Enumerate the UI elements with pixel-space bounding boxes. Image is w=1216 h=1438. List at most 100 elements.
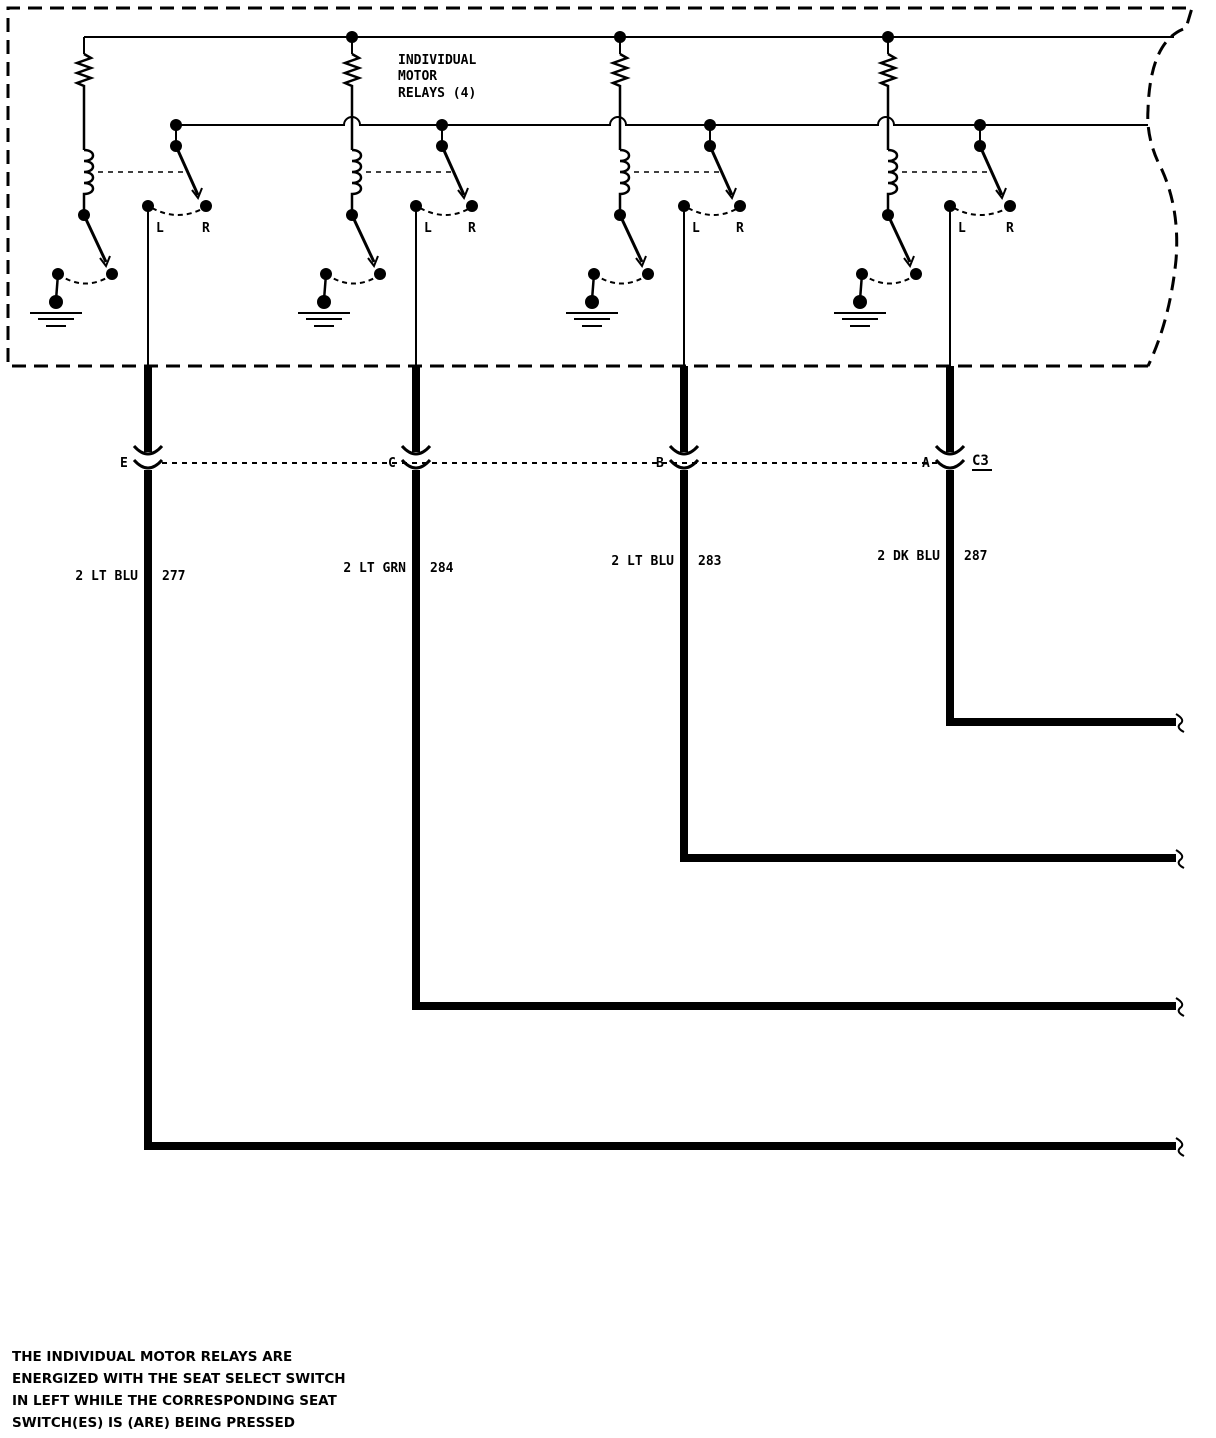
contact-switch-arm (440, 145, 466, 196)
heavy-wire-lower (412, 470, 1176, 1010)
contact-link (151, 207, 205, 216)
ground-switch-arm (886, 214, 912, 263)
junction-dot (170, 119, 182, 131)
heavy-wire-lower (680, 470, 1176, 862)
contact-switch-arm (978, 145, 1004, 196)
contact-label-left: L (692, 221, 700, 236)
contact-dot (642, 268, 654, 280)
contact-label-right: R (202, 221, 210, 236)
ground-terminal-dot (49, 295, 63, 309)
wire-circuit-label: 283 (698, 554, 721, 569)
wire-size-color-label: 2 LT GRN (343, 561, 406, 576)
contact-link (861, 273, 915, 285)
connector-name: C3 (972, 453, 989, 469)
connector-pin-female (668, 444, 700, 456)
resistor-symbol (877, 52, 899, 150)
wire-277: E 2 LT BLU 277 (75, 366, 1185, 1157)
contact-link (593, 273, 647, 285)
wire-break-icon (1175, 713, 1185, 733)
contact-link (687, 207, 739, 216)
wire-287: A 2 DK BLU 287 (877, 366, 1185, 733)
connector-pin-male (668, 458, 700, 470)
contact-dot-r (1004, 200, 1016, 212)
arrow-icon (995, 187, 1007, 201)
wire-283: B 2 LT BLU 283 (611, 366, 1185, 869)
ground-icon (298, 312, 350, 327)
arrow-icon (725, 187, 737, 201)
wire-circuit-label: 287 (964, 549, 987, 564)
relay-coil (886, 148, 899, 215)
ground-switch-arm (82, 214, 108, 263)
contact-switch-arm (708, 145, 734, 196)
note-line-1: THE INDIVIDUAL MOTOR RELAYS ARE (12, 1349, 293, 1365)
contact-link (57, 273, 111, 285)
arrow-icon (367, 255, 379, 269)
contact-dot-r (466, 200, 478, 212)
junction-dot (974, 119, 986, 131)
relay-note: THE INDIVIDUAL MOTOR RELAYS ARE ENERGIZE… (12, 1346, 352, 1434)
heavy-wire-lower (946, 470, 1176, 726)
connector-pin-label: A (922, 456, 930, 471)
relay-coil (82, 148, 95, 215)
contact-dot-r (734, 200, 746, 212)
connector-pin-label: E (120, 456, 128, 471)
junction-dot (704, 119, 716, 131)
note-line-3: IN LEFT WHILE THE CORRESPONDING SEAT (12, 1393, 337, 1409)
contact-dot (106, 268, 118, 280)
wire-break-icon (1175, 1137, 1185, 1157)
contact-label-right: R (468, 221, 476, 236)
resistor-symbol (341, 52, 363, 150)
wire-size-color-label: 2 LT BLU (611, 554, 674, 569)
wire-284: C 2 LT GRN 284 (343, 366, 1185, 1017)
contact-link (325, 273, 379, 285)
connector-pin-male (400, 458, 432, 470)
connector-pin-male (934, 458, 966, 470)
module-label-line-3: RELAYS (4) (398, 86, 476, 101)
arrow-icon (457, 187, 469, 201)
relay-coil (350, 148, 363, 215)
connector-pin-label: C (388, 456, 396, 471)
contact-switch-arm (174, 145, 200, 196)
contact-link (419, 207, 471, 216)
note-line-2: ENERGIZED WITH THE SEAT SELECT SWITCH (12, 1371, 346, 1387)
connector-pin-label: B (656, 456, 664, 471)
arrow-icon (99, 255, 111, 269)
contact-dot-r (200, 200, 212, 212)
connector-pin-female (132, 444, 164, 456)
resistor-symbol (609, 52, 631, 150)
module-label-line-2: MOTOR (398, 69, 437, 84)
contact-label-left: L (156, 221, 164, 236)
connector-pin-female (934, 444, 966, 456)
ground-icon (566, 312, 618, 327)
ground-switch-arm (350, 214, 376, 263)
relay-coil (618, 148, 631, 215)
wire-circuit-label: 277 (162, 569, 185, 584)
ground-terminal-dot (853, 295, 867, 309)
contact-link (953, 207, 1009, 216)
relay-module-boundary (6, 6, 1195, 368)
contact-label-left: L (958, 221, 966, 236)
connector-pin-female (400, 444, 432, 456)
note-line-4: SWITCH(ES) IS (ARE) BEING PRESSED (12, 1415, 295, 1431)
ground-switch-arm (618, 214, 644, 263)
wire-circuit-label: 284 (430, 561, 454, 576)
contact-label-left: L (424, 221, 432, 236)
heavy-wire-lower (144, 470, 1176, 1150)
resistor-symbol (73, 52, 95, 150)
ground-terminal-dot (317, 295, 331, 309)
wire-size-color-label: 2 LT BLU (75, 569, 138, 584)
contact-label-right: R (1006, 221, 1014, 236)
junction-dot (436, 119, 448, 131)
module-label-line-1: INDIVIDUAL (398, 53, 476, 68)
ground-icon (30, 312, 82, 327)
ground-icon (834, 312, 886, 327)
arrow-icon (191, 187, 203, 201)
ground-terminal-dot (585, 295, 599, 309)
arrow-icon (903, 255, 915, 269)
wire-break-icon (1175, 997, 1185, 1017)
wire-size-color-label: 2 DK BLU (877, 549, 940, 564)
